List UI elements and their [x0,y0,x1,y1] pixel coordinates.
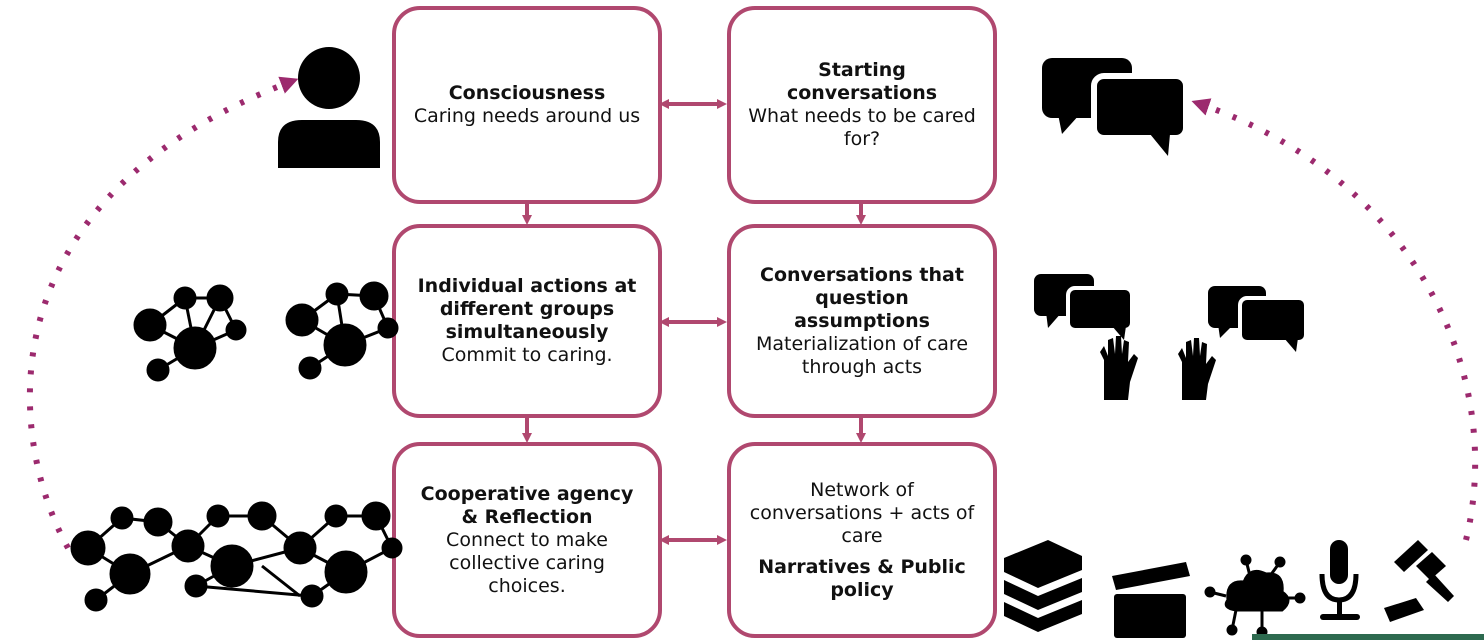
box-title: Consciousness [448,82,606,104]
box-title: Starting conversations [786,59,938,104]
person-icon [278,47,380,168]
people-network-icon [133,284,247,382]
box-starting-conversations: Starting conversations What needs to be … [727,6,997,204]
gavel-icon [1384,540,1454,622]
film-clapperboard-icon [1112,562,1190,638]
box-title: Narratives & Public policy [758,555,966,601]
box-title: Individual actions at different groups s… [417,275,637,343]
books-icon [1004,540,1082,632]
left-dotted-loop [27,76,299,550]
box-body: Materialization of care through acts [755,332,969,378]
box-title: Cooperative agency & Reflection [420,482,634,528]
box-cooperative-agency: Cooperative agency & Reflection Connect … [392,442,662,638]
box-title: Conversations that question assumptions [760,263,964,332]
box-body: Commit to caring. [441,344,613,366]
speech-bubbles-raised-hand-icon [1178,286,1308,400]
box-body: Caring needs around us [413,105,641,127]
box-network-conversations: Network of conversations + acts of care … [727,442,997,638]
box-consciousness: Consciousness Caring needs around us [392,6,662,204]
large-people-network-icon [70,501,403,612]
speech-bubbles-raised-hand-icon [1034,274,1138,400]
speech-bubbles-icon [1042,58,1189,156]
corner-strip [1252,634,1484,640]
people-network-icon [285,281,399,380]
microphone-icon [1319,540,1360,620]
cloud-network-icon [1204,554,1306,638]
box-conversations-question: Conversations that question assumptions … [727,224,997,418]
box-body: Network of conversations + acts of care [749,478,975,547]
box-body: What needs to be cared for? [748,105,976,150]
box-body: Connect to make collective caring choice… [446,528,608,597]
